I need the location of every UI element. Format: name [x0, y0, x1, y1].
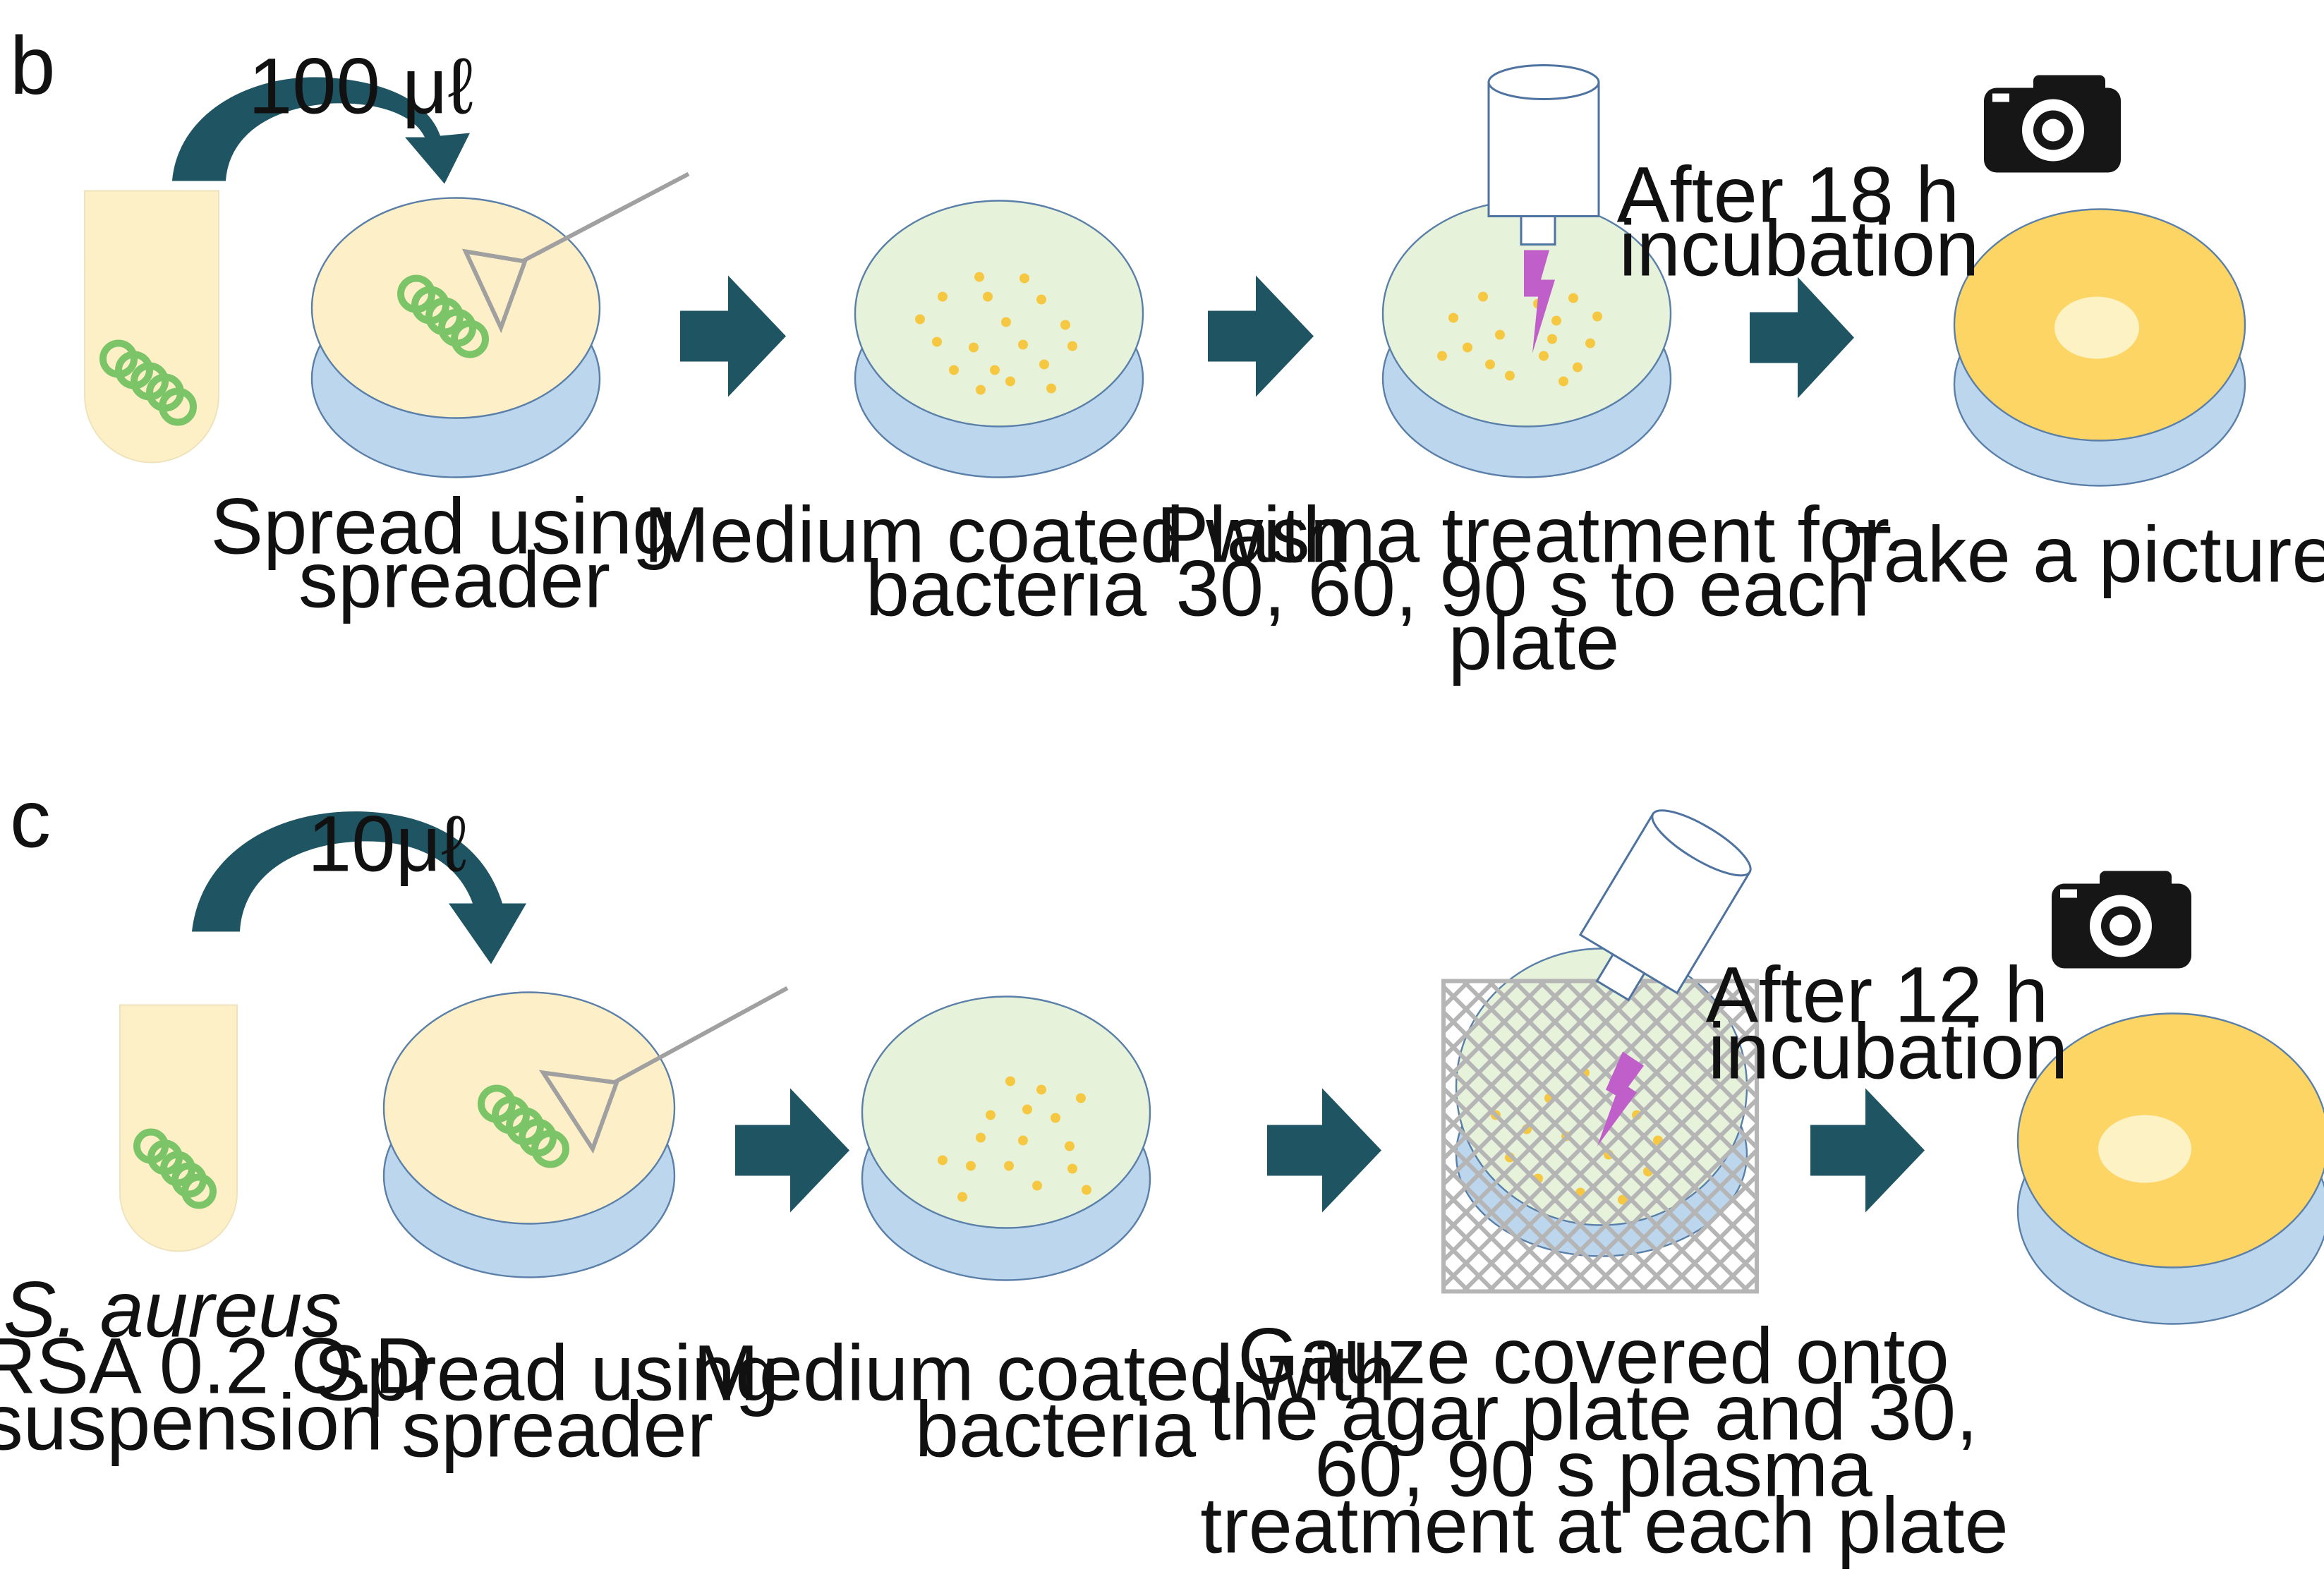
plasma-jet-icon: [1487, 64, 1600, 353]
caption-suspension-c: S. aureus MRSA 0.2 O.D suspension: [0, 1266, 454, 1467]
step-arrow-icon: [735, 1088, 849, 1213]
bacteria-dots: [915, 272, 1077, 395]
bacteria-dots: [938, 1076, 1091, 1202]
plate-spread-c: [382, 986, 789, 1278]
plasma-jet-icon: [1578, 809, 1752, 1146]
incubation-label-c: After 12 h incubation: [1706, 951, 2071, 1096]
panel-c: c 10μℓ: [0, 773, 2324, 1570]
plate-coated-b: [854, 200, 1144, 478]
step-arrow-icon: [680, 275, 786, 397]
transfer-arrow-icon: [131, 77, 470, 184]
transfer-arrow-icon: [148, 811, 526, 964]
camera-icon: [2052, 871, 2191, 969]
panel-b-volume: 100 μℓ: [248, 42, 473, 131]
spreader-icon: [538, 986, 789, 1154]
spreader-icon: [461, 171, 690, 334]
caption-picture-b: Take a picture: [1844, 511, 2324, 599]
caption-spread-c: Spread using spreader: [313, 1329, 801, 1474]
step-arrow-icon: [1750, 277, 1854, 399]
plate-coated-c: [861, 995, 1151, 1281]
plate-plasma-b: [1381, 64, 1672, 478]
caption-spread-b: Spread using spreader: [210, 483, 698, 624]
step-arrow-icon: [1267, 1088, 1381, 1213]
panel-c-volume: 10μℓ: [308, 800, 466, 888]
panel-b-label: b: [10, 20, 56, 111]
bacteria-dots: [1437, 291, 1602, 387]
bacteria-cells: [397, 274, 489, 358]
caption-plasma-b: Plasma treatment for 30, 60, 90 s to eac…: [1156, 491, 1912, 686]
panel-c-label: c: [10, 773, 51, 865]
plate-result-c: [2016, 1012, 2324, 1325]
caption-coated-b: Medium coated with bacteria: [643, 491, 1368, 633]
bacteria-cells: [133, 1128, 217, 1209]
camera-icon: [1984, 75, 2121, 173]
plate-gauze-c: [1441, 809, 1759, 1294]
caption-gauze-c: Gauze covered onto the agar plate and 30…: [1200, 1312, 2009, 1570]
tube-b: [84, 190, 219, 464]
plate-spread-b: [310, 171, 690, 478]
incubation-label-b: After 18 h incubation: [1617, 151, 1982, 293]
step-arrow-icon: [1208, 275, 1314, 397]
bacteria-cells: [478, 1084, 569, 1168]
caption-coated-c: Medium coated with bacteria: [693, 1329, 1417, 1474]
step-arrow-icon: [1810, 1088, 1925, 1213]
panel-b: b 100 μℓ: [10, 20, 2324, 686]
bacteria-cells: [99, 339, 197, 426]
tube-c: [119, 1004, 238, 1252]
plate-result-b: [1953, 208, 2246, 487]
